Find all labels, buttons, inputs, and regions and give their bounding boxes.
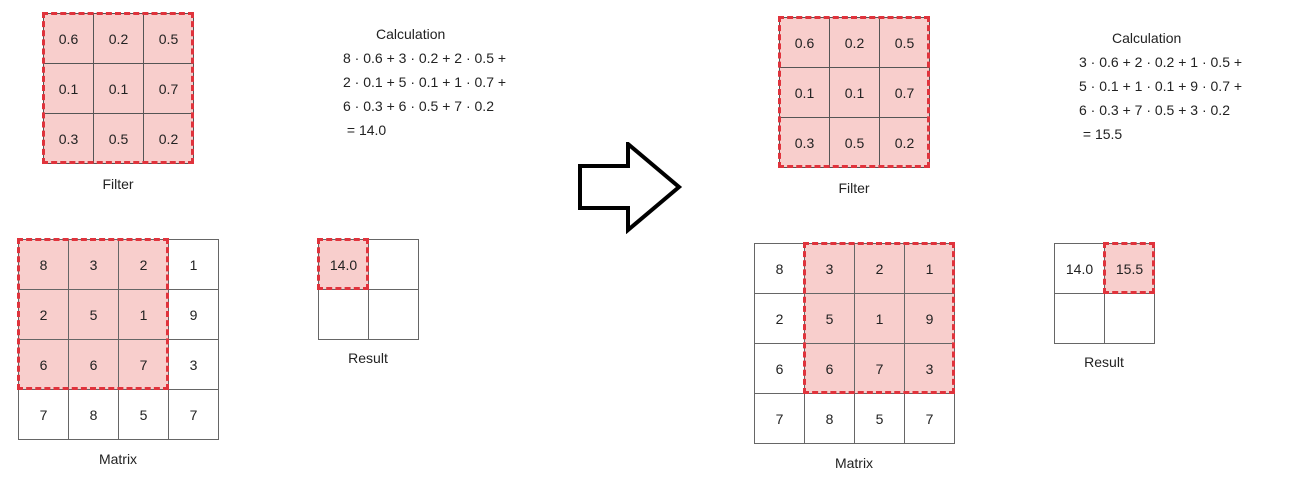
filter-cell: 0.5 (143, 13, 194, 64)
matrix-cell: 6 (18, 339, 69, 390)
left-result-label: Result (348, 350, 388, 366)
matrix-cell: 5 (804, 293, 855, 344)
matrix-cell: 6 (804, 343, 855, 394)
left-calculation-line: 2 · 0.1 + 5 · 0.1 + 1 · 0.7 + (343, 74, 507, 90)
matrix-cell: 3 (904, 343, 955, 394)
right-matrix-label: Matrix (834, 455, 874, 471)
matrix-cell: 6 (68, 339, 119, 390)
right-arrow-icon (578, 142, 683, 234)
matrix-cell: 7 (854, 343, 905, 394)
matrix-cell: 2 (18, 289, 69, 340)
right-calculation-line: 5 · 0.1 + 1 · 0.1 + 9 · 0.7 + (1079, 78, 1243, 94)
filter-cell: 0.1 (829, 67, 880, 118)
filter-cell: 0.3 (43, 113, 94, 164)
left-calculation-line: 6 · 0.3 + 6 · 0.5 + 7 · 0.2 (343, 98, 494, 114)
matrix-cell: 5 (118, 389, 169, 440)
right-matrix-grid: 8 3 2 1 2 5 1 9 6 6 7 3 7 8 5 7 (754, 243, 955, 444)
matrix-cell: 1 (168, 239, 219, 290)
right-calculation-line: 3 · 0.6 + 2 · 0.2 + 1 · 0.5 + (1079, 54, 1243, 70)
filter-cell: 0.1 (93, 63, 144, 114)
result-cell (1104, 293, 1155, 344)
left-result-grid: 14.0 (318, 239, 419, 340)
matrix-cell: 2 (754, 293, 805, 344)
filter-cell: 0.1 (779, 67, 830, 118)
matrix-cell: 7 (18, 389, 69, 440)
filter-cell: 0.6 (779, 17, 830, 68)
right-result-label: Result (1084, 354, 1124, 370)
left-matrix-label: Matrix (98, 451, 138, 467)
filter-cell: 0.5 (93, 113, 144, 164)
right-filter-label: Filter (838, 180, 870, 196)
matrix-cell: 8 (754, 243, 805, 294)
left-calculation-title: Calculation (376, 26, 446, 42)
matrix-cell: 2 (854, 243, 905, 294)
matrix-cell: 3 (168, 339, 219, 390)
matrix-cell: 9 (904, 293, 955, 344)
result-cell: 14.0 (1054, 243, 1105, 294)
filter-cell: 0.3 (779, 117, 830, 168)
right-calculation-line: 6 · 0.3 + 7 · 0.5 + 3 · 0.2 (1079, 102, 1230, 118)
right-calculation-result: = 15.5 (1079, 126, 1123, 142)
right-result-grid: 14.0 15.5 (1054, 243, 1155, 344)
matrix-cell: 8 (68, 389, 119, 440)
filter-cell: 0.2 (829, 17, 880, 68)
matrix-cell: 9 (168, 289, 219, 340)
matrix-cell: 1 (118, 289, 169, 340)
left-calculation-result: = 14.0 (343, 122, 387, 138)
matrix-cell: 5 (854, 393, 905, 444)
result-cell (318, 289, 369, 340)
left-filter-grid: 0.6 0.2 0.5 0.1 0.1 0.7 0.3 0.5 0.2 (43, 13, 194, 164)
filter-cell: 0.7 (143, 63, 194, 114)
filter-cell: 0.2 (143, 113, 194, 164)
filter-cell: 0.7 (879, 67, 930, 118)
left-filter-label: Filter (102, 176, 134, 192)
matrix-cell: 6 (754, 343, 805, 394)
result-cell: 14.0 (318, 239, 369, 290)
left-calculation-line: 8 · 0.6 + 3 · 0.2 + 2 · 0.5 + (343, 50, 507, 66)
matrix-cell: 8 (804, 393, 855, 444)
filter-cell: 0.2 (93, 13, 144, 64)
matrix-cell: 7 (118, 339, 169, 390)
left-matrix-grid: 8 3 2 1 2 5 1 9 6 6 7 3 7 8 5 7 (18, 239, 219, 440)
right-filter-grid: 0.6 0.2 0.5 0.1 0.1 0.7 0.3 0.5 0.2 (779, 17, 930, 168)
filter-cell: 0.5 (829, 117, 880, 168)
result-cell (1054, 293, 1105, 344)
matrix-cell: 5 (68, 289, 119, 340)
result-cell (368, 289, 419, 340)
filter-cell: 0.5 (879, 17, 930, 68)
matrix-cell: 7 (754, 393, 805, 444)
filter-cell: 0.6 (43, 13, 94, 64)
matrix-cell: 7 (904, 393, 955, 444)
filter-cell: 0.1 (43, 63, 94, 114)
matrix-cell: 1 (854, 293, 905, 344)
matrix-cell: 1 (904, 243, 955, 294)
matrix-cell: 3 (68, 239, 119, 290)
right-calculation-title: Calculation (1112, 30, 1182, 46)
result-cell: 15.5 (1104, 243, 1155, 294)
filter-cell: 0.2 (879, 117, 930, 168)
result-cell (368, 239, 419, 290)
matrix-cell: 3 (804, 243, 855, 294)
matrix-cell: 7 (168, 389, 219, 440)
matrix-cell: 8 (18, 239, 69, 290)
matrix-cell: 2 (118, 239, 169, 290)
